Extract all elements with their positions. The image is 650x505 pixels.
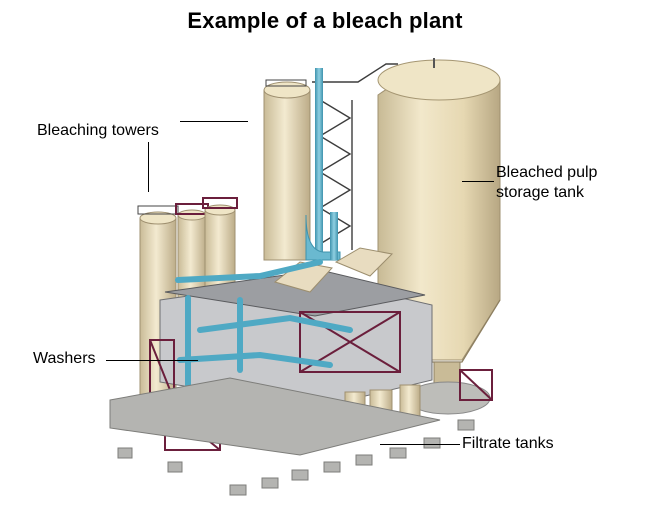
bleaching-tower-tall — [263, 79, 311, 261]
storage-tank — [377, 58, 501, 415]
pipe-vertical — [305, 68, 341, 261]
label-bleached-pulp-line-1: Bleached pulp — [496, 164, 598, 181]
pipe-network — [175, 259, 353, 403]
leader-washers — [106, 360, 198, 361]
label-bleaching-towers: Bleaching towers — [37, 122, 159, 139]
leader-filtrate-tanks — [380, 444, 460, 445]
label-bleached-pulp-storage-tank: Bleached pulp storage tank — [496, 163, 597, 203]
washer-building — [159, 247, 433, 409]
foundation — [109, 377, 475, 496]
diagram-title: Example of a bleach plant — [187, 8, 463, 33]
label-bleached-pulp-line-2: storage tank — [496, 184, 585, 201]
leader-bleaching-towers — [180, 121, 248, 122]
label-washers: Washers — [33, 350, 96, 367]
leader-bleaching-towers-down — [148, 142, 149, 192]
leader-storage-tank — [462, 181, 494, 182]
label-filtrate-tanks: Filtrate tanks — [462, 435, 554, 452]
